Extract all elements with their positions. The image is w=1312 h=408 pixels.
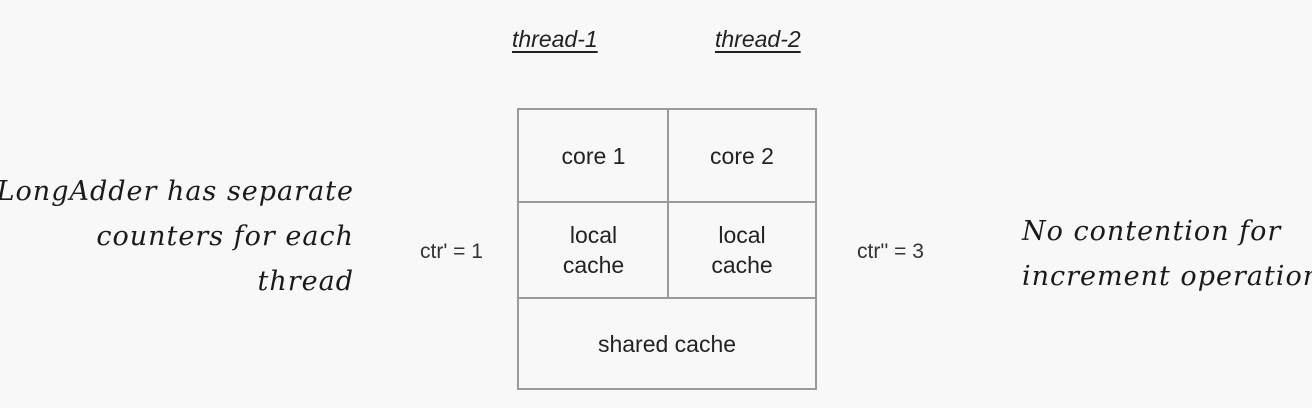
core-1-label: core 1	[561, 143, 626, 169]
local-cache-1-label: cache	[562, 252, 625, 278]
divider	[667, 110, 669, 298]
divider	[519, 201, 815, 203]
note-line: counters for each	[96, 221, 354, 252]
local-cache-1-cell: local cache	[519, 203, 668, 297]
counter-thread-1: ctr' = 1	[420, 240, 483, 263]
note-line: thread	[257, 266, 354, 297]
core-2-label: core 2	[710, 143, 774, 169]
core-2-cell: core 2	[669, 110, 815, 202]
longadder-note: LongAdder has separate counters for each…	[0, 169, 354, 304]
note-line: LongAdder has separate	[0, 176, 354, 207]
contention-note: No contention for increment operations	[1022, 209, 1312, 299]
shared-cache-label: shared cache	[597, 330, 737, 357]
cpu-cache-diagram: core 1 core 2 local cache local cache sh…	[517, 108, 817, 390]
local-cache-2-cell: local cache	[669, 203, 815, 297]
local-cache-2-label: cache	[711, 252, 773, 278]
local-cache-2-label: local	[718, 222, 766, 248]
shared-cache-cell: shared cache	[519, 299, 815, 388]
divider	[519, 297, 815, 299]
thread-2-label: thread-2	[715, 26, 801, 52]
thread-1-label: thread-1	[512, 26, 598, 52]
note-line: No contention for	[1022, 216, 1282, 247]
note-line: increment operations	[1022, 261, 1312, 292]
counter-thread-2: ctr'' = 3	[857, 240, 924, 263]
local-cache-1-label: local	[569, 222, 618, 248]
core-1-cell: core 1	[519, 110, 668, 202]
